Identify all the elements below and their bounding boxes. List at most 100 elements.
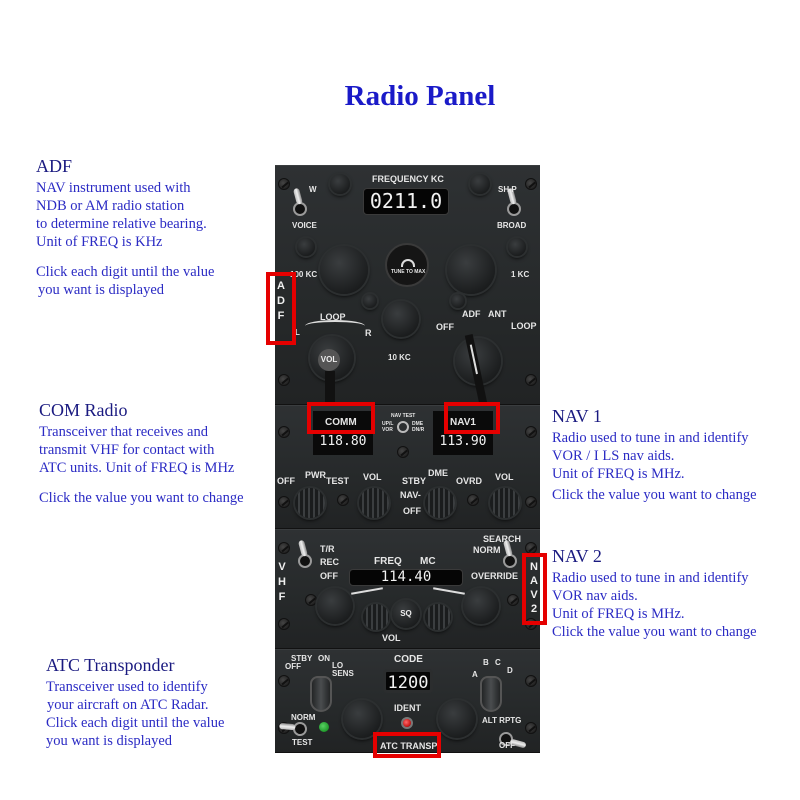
norm-label: NORM — [291, 713, 316, 722]
nav1-instruction: Click the value you want to change — [552, 487, 757, 503]
adf-desc-line: to determine relative bearing. — [36, 216, 207, 232]
ident-label: IDENT — [394, 703, 421, 713]
transponder-code-display[interactable]: 1200 — [383, 669, 433, 693]
com-description: COM Radio Transceiver that receives and … — [39, 399, 244, 507]
loop-left-label: L — [295, 328, 300, 337]
mode-loop-label: LOOP — [511, 321, 537, 331]
10kc-label: 10 KC — [388, 353, 411, 362]
code-right-digits-knob[interactable] — [438, 700, 476, 738]
com-volume-knob[interactable] — [359, 488, 389, 518]
norm-test-toggle-switch[interactable] — [291, 720, 309, 738]
adf-desc-line: Unit of FREQ is KHz — [36, 234, 163, 250]
knob-pointer-line — [433, 587, 465, 595]
nav1-volume-knob[interactable] — [490, 488, 520, 518]
nav1-label: NAV1 — [450, 417, 476, 428]
screw-icon — [278, 675, 290, 687]
adf-desc-line: NDB or AM radio station — [36, 198, 185, 214]
nav1-mode-knob[interactable] — [425, 488, 455, 518]
squelch-button[interactable]: SQ — [392, 600, 420, 628]
comm-highlight-box[interactable] — [307, 402, 375, 434]
pwr-label: PWR — [305, 470, 326, 480]
nav2-volume-knob[interactable] — [363, 604, 389, 630]
screw-icon — [525, 496, 537, 508]
atc-desc-line: your aircraft on ATC Radar. — [47, 697, 209, 713]
tune-meter-label: TUNE TO MAX — [391, 269, 426, 275]
comm-label: COMM — [325, 417, 357, 428]
nav2-heading: NAV 2 — [552, 546, 602, 566]
nav2-desc-line: Unit of FREQ is MHz. — [552, 606, 685, 622]
broad-toggle-switch[interactable] — [507, 202, 521, 216]
adf-frequency-display[interactable]: 0211.0 — [363, 188, 449, 215]
voice-toggle-switch[interactable] — [293, 202, 307, 216]
page-title: Radio Panel — [344, 80, 496, 112]
gauge-needle-icon — [401, 259, 415, 267]
panel-lamp — [508, 238, 526, 256]
nav1-highlight-box[interactable] — [444, 402, 500, 434]
adf-1kc-knob[interactable] — [447, 246, 495, 294]
panel-lamp — [363, 294, 377, 308]
screw-icon — [305, 594, 317, 606]
alt-rptg-label: ALT RPTG — [482, 716, 522, 725]
transponder-mode-knob[interactable] — [310, 676, 332, 712]
nav-test-label: NAV TEST — [391, 413, 416, 419]
mode-adf-label: ADF — [462, 309, 481, 319]
com-desc-line: ATC units. Unit of FREQ is MHz — [39, 460, 235, 476]
nav1-frequency-display[interactable]: 113.90 — [439, 434, 487, 449]
screw-icon — [525, 675, 537, 687]
100kc-label: 100 KC — [290, 270, 318, 279]
adf-highlight-box[interactable]: A D F — [266, 272, 296, 345]
status-light — [319, 722, 329, 732]
nav2-frequency-display[interactable]: 114.40 — [349, 569, 463, 586]
atc-description: ATC Transponder Transceiver used to iden… — [46, 654, 224, 750]
nav2-side-label: N A V 2 — [528, 560, 540, 616]
tr-label: T/R — [320, 544, 335, 554]
screw-icon — [525, 178, 537, 190]
altitude-mode-knob[interactable] — [480, 676, 502, 712]
radio-panel: FREQUENCY KC 0211.0 W VOICE SH P BROAD 1… — [275, 165, 540, 753]
code-left-digits-knob[interactable] — [343, 700, 381, 738]
nav2-highlight-box[interactable]: N A V 2 — [522, 553, 547, 625]
side-letter: A — [277, 280, 285, 292]
atc-transp-highlight-box[interactable] — [373, 732, 441, 758]
loop-arc-icon — [305, 320, 365, 332]
search-norm-toggle-switch[interactable] — [503, 554, 517, 568]
side-letter: V — [278, 561, 286, 573]
screw-icon — [525, 374, 537, 386]
com-desc-line: transmit VHF for contact with — [39, 442, 215, 458]
vhf-side-label: V H F — [276, 560, 288, 605]
nav2-tune-knob[interactable] — [425, 604, 451, 630]
nav-test-switch[interactable] — [397, 421, 409, 433]
stby-label: STBY — [402, 476, 427, 486]
nav1-vol-label: VOL — [495, 472, 514, 482]
screw-icon — [278, 178, 290, 190]
nav1-description: NAV 1 Radio used to tune in and identify… — [552, 405, 757, 504]
mode-off-label: OFF — [436, 322, 454, 332]
atc-heading: ATC Transponder — [46, 655, 175, 675]
screw-icon — [278, 618, 290, 630]
ident-button[interactable] — [401, 717, 413, 729]
loop-label: LOOP — [320, 312, 346, 322]
adf-10kc-knob[interactable] — [383, 301, 419, 337]
mc-label: MC — [420, 556, 436, 567]
off-label: OFF — [285, 662, 301, 671]
atc-transp-label: ATC TRANSP — [380, 741, 438, 751]
adf-100kc-knob[interactable] — [320, 246, 368, 294]
com-power-knob[interactable] — [295, 488, 325, 518]
adf-instruction: you want is displayed — [38, 282, 165, 298]
panel-lamp — [330, 174, 350, 194]
mode-ant-label: ANT — [488, 309, 507, 319]
vol-knob[interactable]: VOL — [318, 349, 340, 371]
nav2-whole-mhz-knob[interactable] — [317, 588, 353, 624]
screw-icon — [278, 542, 290, 554]
broad-label: BROAD — [497, 221, 527, 230]
comm-frequency-display[interactable]: 118.80 — [319, 434, 367, 449]
screw-icon — [525, 722, 537, 734]
nav2-fractional-mhz-knob[interactable] — [463, 588, 499, 624]
tr-rec-toggle-switch[interactable] — [298, 554, 312, 568]
on-label: ON — [318, 654, 330, 663]
up-vor-label: UP/L VOR — [382, 421, 394, 433]
side-letter: A — [530, 575, 538, 587]
com-instruction: Click the value you want to change — [39, 490, 244, 506]
screw-icon — [337, 494, 349, 506]
alt-off-label: OFF — [499, 741, 515, 750]
